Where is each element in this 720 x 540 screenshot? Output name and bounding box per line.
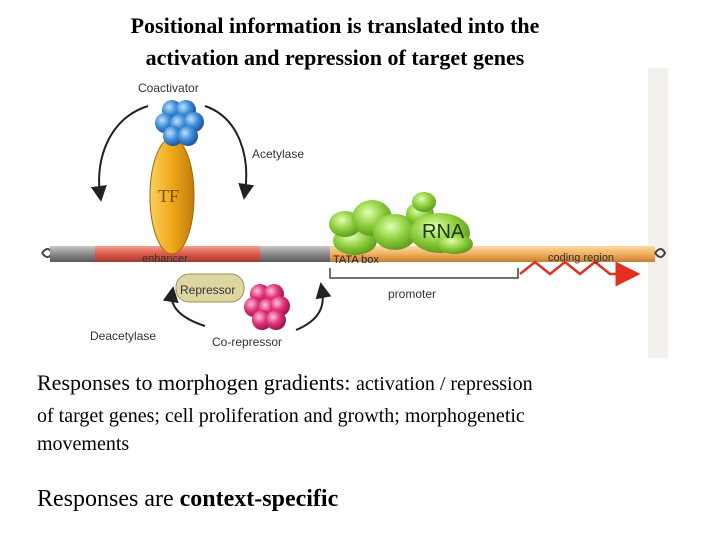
context-prefix: Responses are bbox=[37, 486, 180, 512]
coactivator-label: Coactivator bbox=[138, 81, 199, 95]
responses-activation: activation / repression bbox=[355, 373, 533, 395]
rna-polymerase bbox=[329, 192, 473, 255]
corepressor-complex bbox=[244, 284, 290, 330]
responses-heading: Responses to morphogen gradients: bbox=[37, 370, 351, 395]
rna-label: RNA bbox=[422, 221, 465, 243]
acetylation-arrow-left bbox=[90, 105, 149, 202]
tata-box-label: TATA box bbox=[333, 254, 379, 266]
promoter-bracket bbox=[329, 268, 519, 279]
promoter-coding-region bbox=[330, 246, 655, 262]
enhancer-region bbox=[95, 246, 260, 262]
responses-line-3: movements bbox=[37, 433, 130, 455]
context-specific-line: Responses are context-specific bbox=[37, 486, 338, 513]
scan-edge bbox=[648, 68, 668, 358]
title-line-1: Positional information is translated int… bbox=[130, 13, 540, 38]
slide-title: Positional information is translated int… bbox=[0, 10, 670, 74]
repressor-label: Repressor bbox=[180, 283, 235, 297]
deacetylase-label: Deacetylase bbox=[90, 329, 156, 343]
context-bold: context-specific bbox=[179, 486, 339, 512]
responses-continued: of target genes; cell proliferation and … bbox=[37, 402, 525, 458]
promoter-label: promoter bbox=[388, 287, 436, 301]
deacetylation-arrow-right bbox=[295, 282, 332, 331]
gene-regulation-diagram: TF RNA Repressor Coactivator bbox=[41, 68, 668, 358]
deacetylation-arrow-left bbox=[162, 286, 206, 327]
coactivator-complex bbox=[155, 100, 204, 146]
coding-region-label: coding region bbox=[548, 252, 614, 264]
corepressor-label: Co-repressor bbox=[212, 335, 282, 349]
transcript-arrow bbox=[519, 260, 641, 287]
responses-line-1: Responses to morphogen gradients: activa… bbox=[37, 370, 533, 396]
dna-strand bbox=[41, 246, 667, 262]
acetylase-label: Acetylase bbox=[252, 147, 304, 161]
repressor bbox=[175, 273, 245, 303]
responses-line-2: of target genes; cell proliferation and … bbox=[37, 405, 525, 427]
title-line-2: activation and repression of target gene… bbox=[145, 45, 525, 70]
tf-label: TF bbox=[158, 186, 179, 206]
acetylation-arrow-right bbox=[204, 105, 255, 200]
enhancer-label: enhancer bbox=[142, 253, 188, 265]
